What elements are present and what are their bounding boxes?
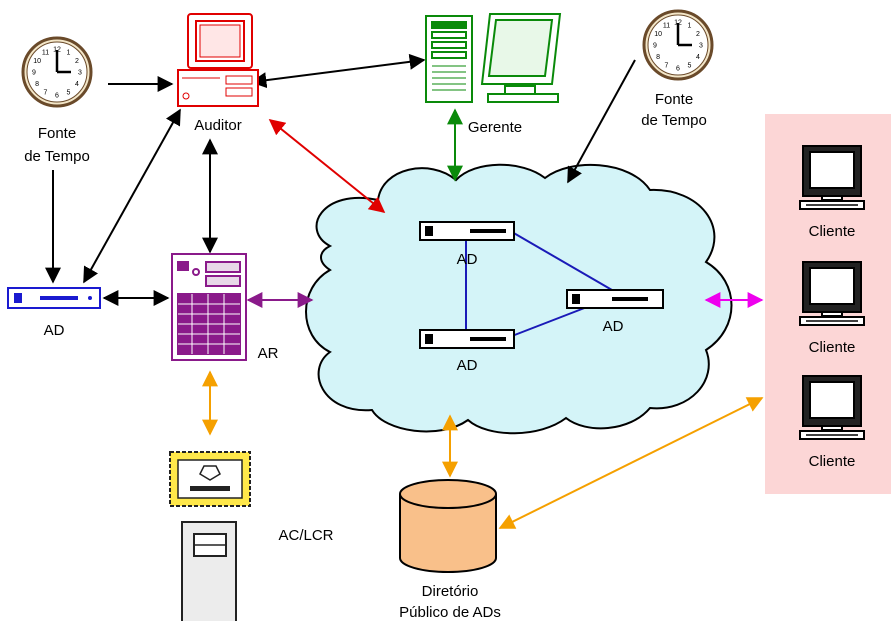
client-label: Cliente [809,453,856,470]
auditor-computer-icon [177,13,259,107]
gerente-label: Gerente [468,119,522,136]
arrow-ad-auditor [83,108,181,284]
client-label: Cliente [809,223,856,240]
cloud-ad-bottom-label: AD [457,357,478,374]
clock-number: 5 [67,89,71,96]
cloud-ad-top-label: AD [457,251,478,268]
auditor-label: Auditor [194,117,242,134]
clock-number: 5 [688,62,692,69]
clock-number: 1 [688,23,692,30]
clock-number: 11 [663,23,670,30]
clock-number: 9 [32,70,36,77]
clock-number: 7 [665,62,669,69]
clock-number: 2 [696,31,700,38]
clock-number: 1 [67,50,71,57]
cloud-ad-right-label: AD [603,318,624,335]
clock-number: 3 [699,43,703,50]
certificate-icon [169,451,251,507]
tower-computer-icon [181,521,237,621]
ad-left-label: AD [44,322,65,339]
aclcr-label: AC/LCR [278,527,333,544]
clock-number: 10 [654,31,662,38]
fonte-left-line1: Fonte [38,125,76,142]
client-group-2: Cliente [799,261,865,356]
clock-number: 6 [676,66,680,73]
ar-server-icon [171,253,247,361]
ad-device-icon-cloud-top [419,221,515,241]
client-group-3: Cliente [799,375,865,470]
ad-device-icon-cloud-right [566,289,664,309]
clock-number: 8 [35,81,39,88]
clock-number: 3 [78,70,82,77]
link-ad-top-ad-right [511,231,613,291]
clock-number: 9 [653,43,657,50]
client-label: Cliente [809,339,856,356]
clock-number: 8 [656,54,660,61]
clock-number: 4 [75,81,79,88]
clock-icon-left: 121234567891011 [21,36,93,108]
client-group-1: Cliente [799,145,865,240]
ad-device-icon-cloud-bottom [419,329,515,349]
gerente-server-icon [425,15,473,103]
network-cloud [305,163,733,435]
diretorio-label-line1: Diretório [422,583,479,600]
clock-number: 4 [696,54,700,61]
fonte-right-line2: de Tempo [641,112,707,129]
arrow-auditor-cloud [268,118,386,214]
ad-device-icon-left [7,287,101,309]
fonte-right-line1: Fonte [655,91,693,108]
clock-icon-right: 121234567891011 [642,9,714,81]
arrow-clock-cloud [567,59,636,184]
clock-number: 10 [33,58,41,65]
ar-label: AR [258,345,279,362]
clock-number: 6 [55,93,59,100]
client-computer-icon [799,261,865,326]
fonte-left-line2: de Tempo [24,148,90,165]
client-computer-icon [799,375,865,440]
arrow-diretorio-clients [498,397,764,529]
client-computer-icon [799,145,865,210]
clock-number: 2 [75,58,79,65]
arrow-auditor-gerente [250,53,426,89]
directory-database-icon [399,479,497,573]
clock-number: 11 [42,50,49,57]
gerente-monitor-icon [480,13,562,103]
diretorio-label-line2: Público de ADs [399,604,501,621]
clock-number: 7 [44,89,48,96]
